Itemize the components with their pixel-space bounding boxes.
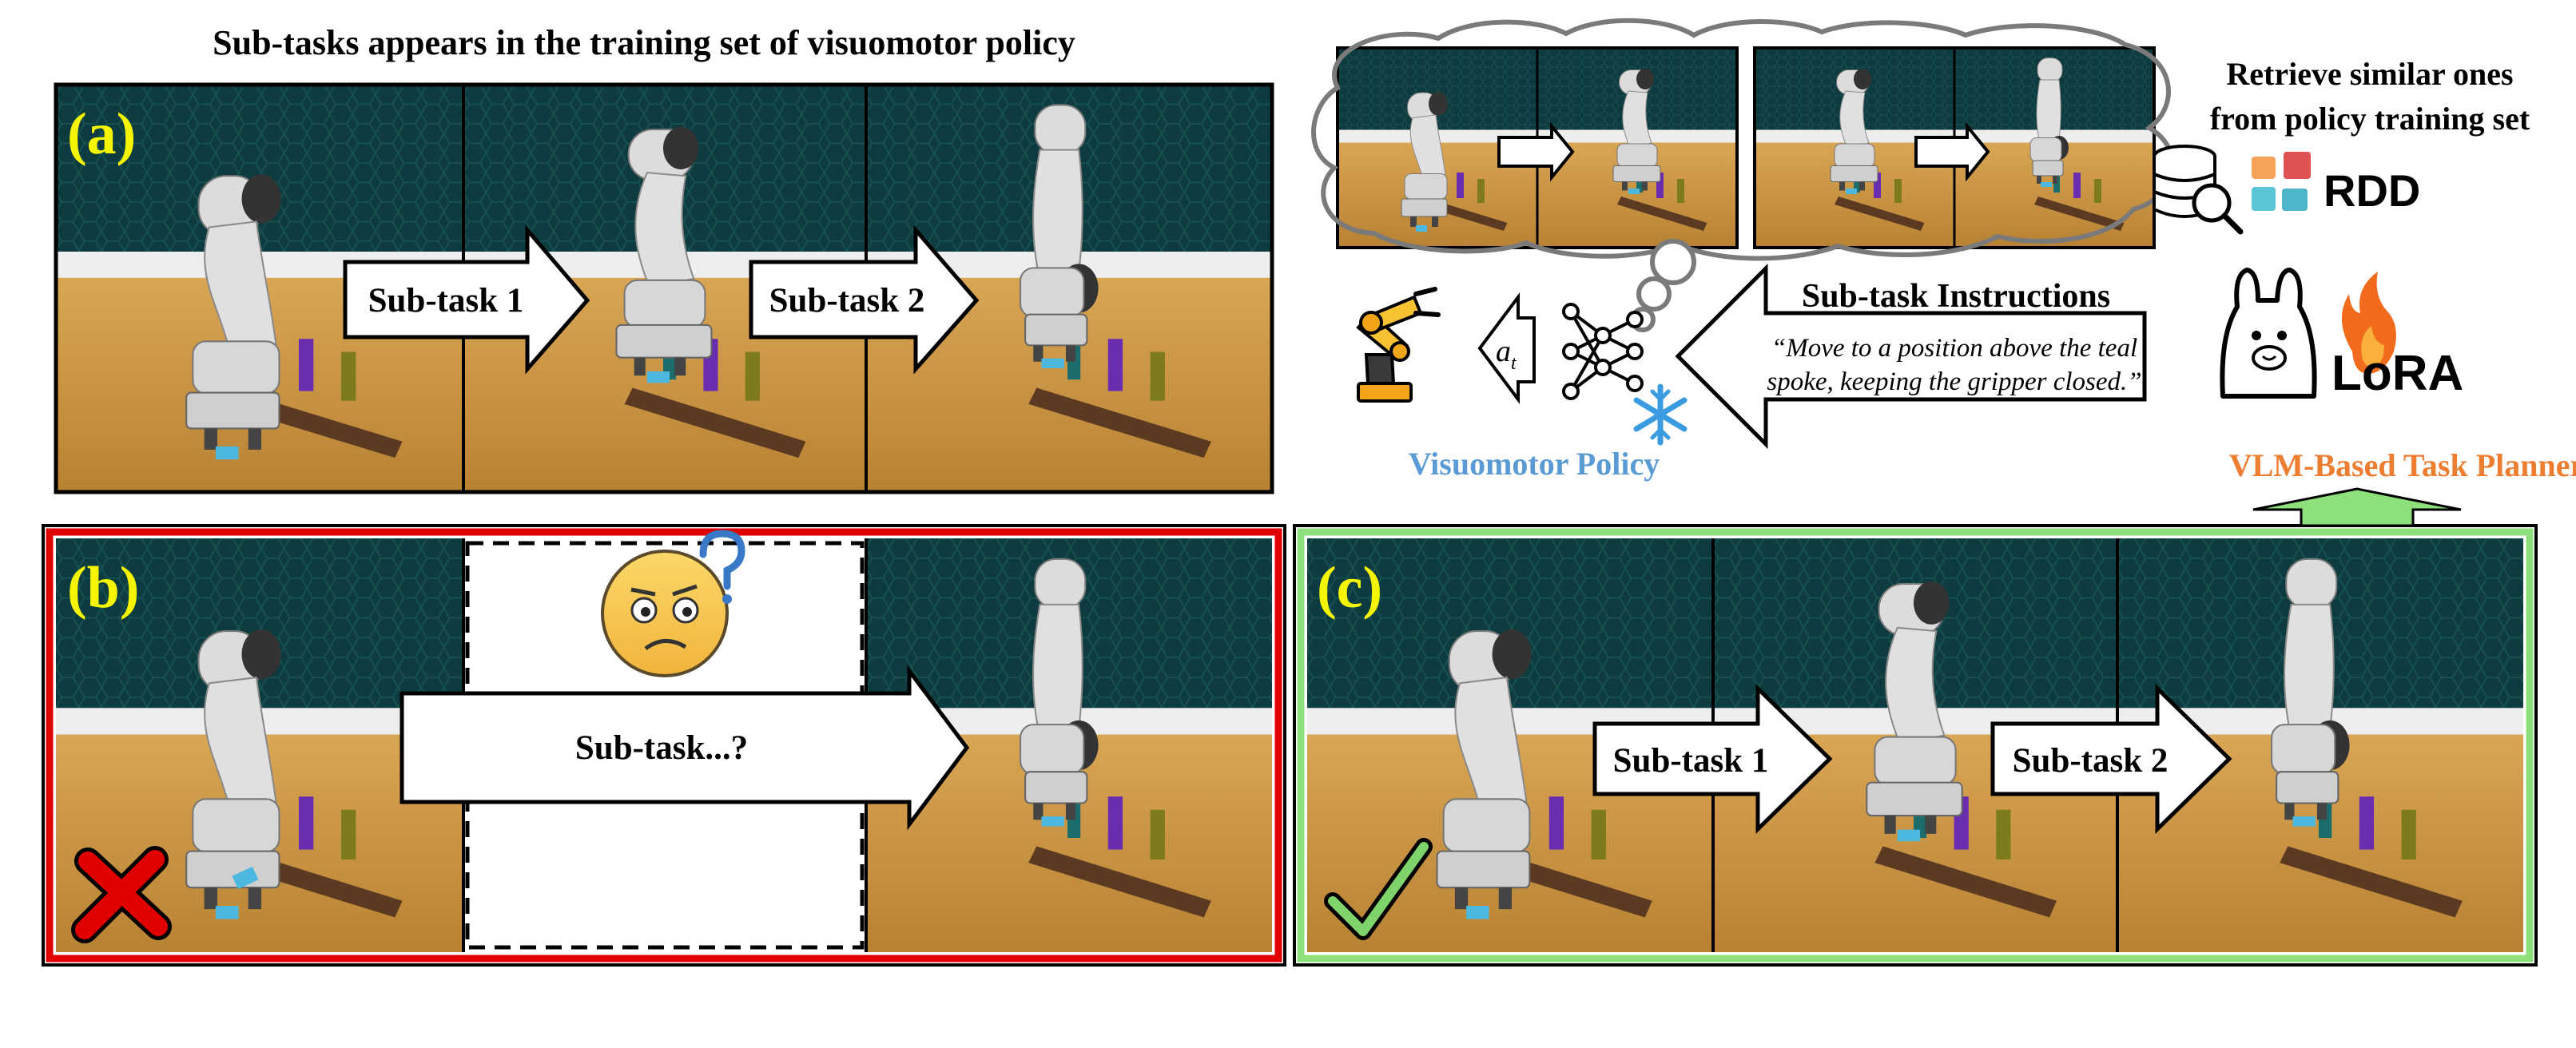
success-frame	[1297, 528, 2534, 963]
arrow-shape	[343, 224, 590, 375]
panel-a: (a) Sub-task 1 Sub-task 2	[54, 82, 1274, 494]
industrial-robot-icon	[1356, 287, 1441, 403]
retrieve-line1: Retrieve similar ones	[2226, 56, 2513, 92]
success-check-icon	[1324, 838, 1433, 940]
fail-frame	[46, 528, 1282, 963]
fire-icon	[2341, 272, 2396, 374]
panel-b-label: (b)	[67, 555, 139, 621]
dropped-gripper-part	[232, 866, 259, 890]
rdd-badge: RDD	[2324, 165, 2420, 216]
arrow-a1-label: Sub-task 1	[368, 282, 524, 320]
arrow-shape	[400, 665, 970, 831]
database-search-icon	[2153, 145, 2244, 235]
top-title: Sub-tasks appears in the training set of…	[213, 23, 1075, 62]
arrow-shape	[749, 224, 980, 375]
instruction-quote-2: spoke, keeping the gripper closed.”	[1767, 367, 2141, 396]
arrow-shape	[1990, 684, 2232, 834]
arrow-a2-label: Sub-task 2	[769, 282, 925, 320]
instruction-quote-1: “Move to a position above the teal	[1771, 334, 2137, 363]
arrow-c2-label: Sub-task 2	[2013, 742, 2169, 780]
arrow-shape	[1592, 684, 1833, 834]
policy-label: Visuomotor Policy	[1409, 446, 1660, 482]
planner-label: VLM-Based Task Planner	[2229, 447, 2576, 483]
arrow-c1-label: Sub-task 1	[1613, 742, 1769, 780]
retrieve-line2: from policy training set	[2210, 101, 2530, 137]
retrieved-pairs	[1336, 46, 2156, 249]
arrow-shape	[1914, 121, 1990, 182]
puzzle-icon	[2252, 152, 2311, 211]
lora-label: LoRA	[2332, 346, 2463, 401]
arrow-shape	[1497, 121, 1575, 182]
confused-face-icon	[601, 530, 745, 677]
instructions-title: Sub-task Instructions	[1802, 278, 2110, 315]
panel-c: (c) Sub-task 1 Sub-task 2	[1293, 524, 2538, 967]
snowflake-icon	[1633, 383, 1688, 446]
arrow-b-label: Sub-task...?	[575, 729, 748, 767]
panel-a-label: (a)	[67, 101, 136, 167]
action-arrow	[1477, 292, 1536, 404]
llama-icon	[2220, 268, 2317, 399]
fail-cross-icon	[71, 846, 172, 943]
panel-b: (b) Sub-task...?	[42, 524, 1286, 967]
neural-network-icon	[1562, 303, 1644, 400]
instruction-arrow	[1675, 263, 2147, 450]
up-arrow	[2252, 487, 2462, 527]
panel-c-label: (c)	[1317, 555, 1382, 621]
action-symbol: at	[1496, 335, 1517, 374]
